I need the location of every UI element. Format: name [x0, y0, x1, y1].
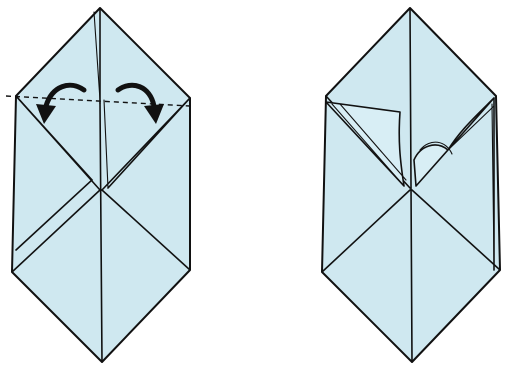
left-origami-figure — [6, 8, 190, 362]
right-origami-figure — [322, 8, 500, 362]
